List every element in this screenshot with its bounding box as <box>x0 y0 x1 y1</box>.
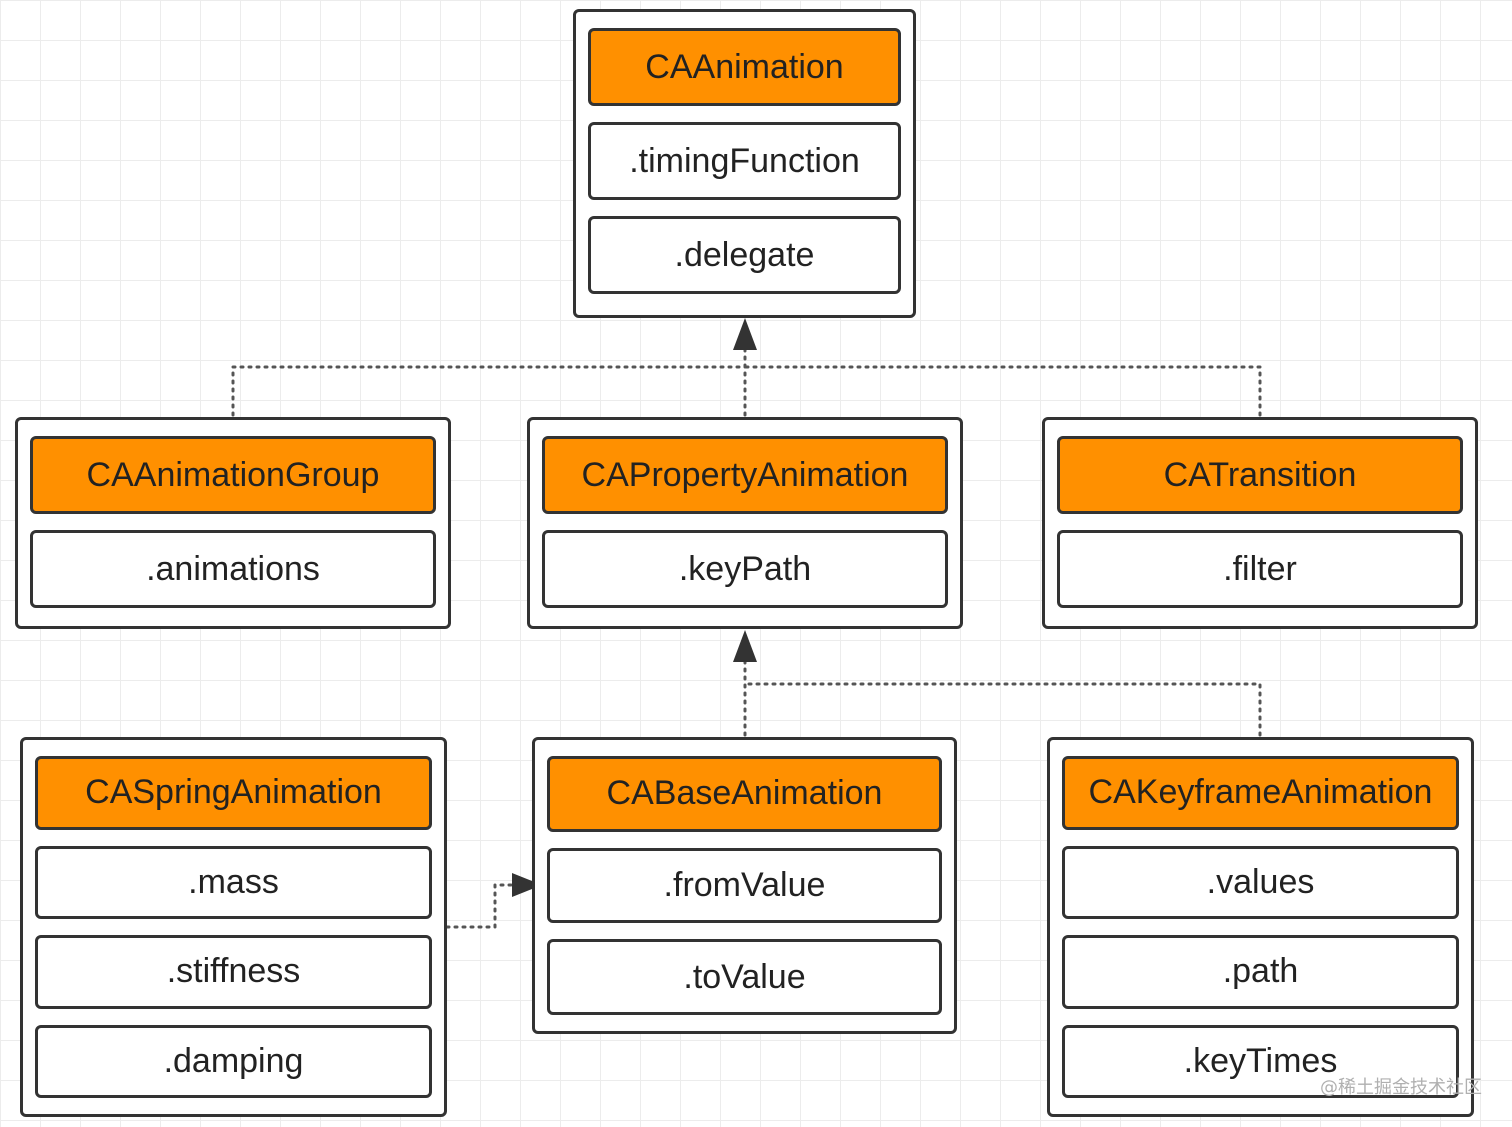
property-path: .path <box>1062 935 1459 1009</box>
class-box-ca-keyframe-animation: CAKeyframeAnimation .values .path .keyTi… <box>1047 737 1474 1117</box>
class-box-ca-property-animation: CAPropertyAnimation .keyPath <box>527 417 963 629</box>
class-box-ca-animation-group: CAAnimationGroup .animations <box>15 417 451 629</box>
watermark-text: @稀土掘金技术社区 <box>1320 1077 1482 1098</box>
class-name-ca-transition: CATransition <box>1057 436 1463 514</box>
arrowhead-base-animation <box>512 873 542 897</box>
property-stiffness: .stiffness <box>35 935 432 1009</box>
property-key-times: .keyTimes <box>1062 1024 1459 1098</box>
property-animations: .animations <box>30 530 436 608</box>
arrowhead-animation <box>733 318 757 350</box>
property-values: .values <box>1062 845 1459 919</box>
connector-transition-to-animation <box>743 365 1262 417</box>
class-box-ca-base-animation: CABaseAnimation .fromValue .toValue <box>532 737 957 1034</box>
class-name-ca-property-animation: CAPropertyAnimation <box>542 436 948 514</box>
class-box-ca-transition: CATransition .filter <box>1042 417 1478 629</box>
property-mass: .mass <box>35 845 432 919</box>
class-box-ca-animation: CAAnimation .timingFunction .delegate <box>573 9 916 318</box>
class-box-ca-spring-animation: CASpringAnimation .mass .stiffness .damp… <box>20 737 447 1117</box>
connector-spring-to-base <box>445 883 520 929</box>
connector-group-to-animation <box>231 365 747 417</box>
class-name-ca-animation: CAAnimation <box>588 28 901 106</box>
property-to-value: .toValue <box>547 939 942 1016</box>
class-name-ca-keyframe-animation: CAKeyframeAnimation <box>1062 756 1459 830</box>
property-from-value: .fromValue <box>547 847 942 924</box>
class-name-ca-spring-animation: CASpringAnimation <box>35 756 432 830</box>
property-key-path: .keyPath <box>542 530 948 608</box>
class-name-ca-animation-group: CAAnimationGroup <box>30 436 436 514</box>
property-timing-function: .timingFunction <box>588 122 901 200</box>
property-delegate: .delegate <box>588 216 901 294</box>
connector-keyframe-to-property <box>743 682 1262 737</box>
property-damping: .damping <box>35 1024 432 1098</box>
class-name-ca-base-animation: CABaseAnimation <box>547 756 942 832</box>
arrowhead-property-animation <box>733 630 757 662</box>
property-filter: .filter <box>1057 530 1463 608</box>
